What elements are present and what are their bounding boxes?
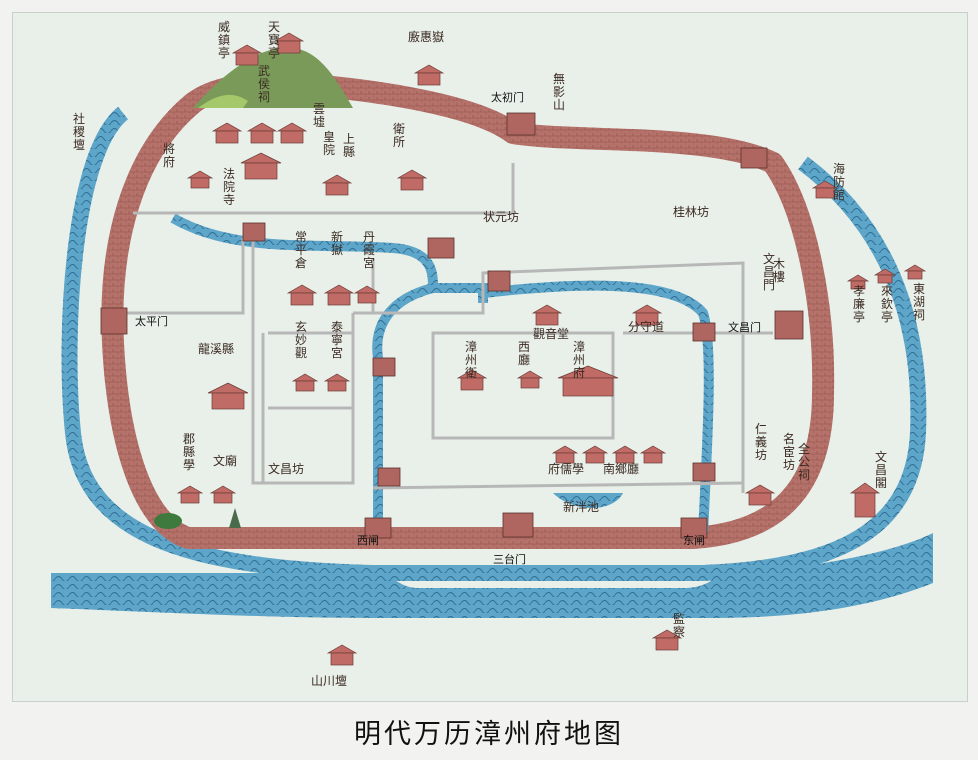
label-wenmiao: 文廟 <box>213 453 237 468</box>
map-caption: 明代万历漳州府地图 <box>354 719 624 750</box>
label-zhangzhou-fu: 漳州府 <box>573 339 585 380</box>
label-lai-xin: 來欽亭 <box>881 284 893 324</box>
label-changping: 常平倉 <box>295 230 307 270</box>
new-pond <box>553 493 623 508</box>
label-ren-sheng: 名宦坊 <box>783 431 795 472</box>
label-wuhou: 武侯祠 <box>258 64 270 104</box>
label-jian-cha: 監察 <box>673 611 685 639</box>
label-wei-shou: 衛所 <box>393 122 405 149</box>
city-wall <box>101 72 835 549</box>
label-weizhen: 威鎮亭 <box>218 20 230 60</box>
label-jiangfu: 將府 <box>163 141 175 169</box>
label-ren-yi: 仁義坊 <box>755 422 767 462</box>
vertical-labels: 威鎮亭 天寶亭 無影山 社稷壇 將府 法院寺 武侯祠 雲墟 常平倉 新獄 丹霞宮… <box>73 20 925 639</box>
gate-south-label: 三台门 <box>493 552 526 566</box>
gate-west-label: 太平门 <box>135 314 168 328</box>
zhangzhou-map: 太初门 太平门 文昌门 三台门 西闸 东闸 廒惠嶽 状元坊 桂林坊 龍溪縣 文昌… <box>51 20 933 688</box>
gate-north-label: 太初门 <box>491 90 524 104</box>
label-xi-ting: 西廳 <box>518 340 530 367</box>
label-jun-xian: 郡縣學 <box>183 432 195 472</box>
label-guanyin: 觀音堂 <box>533 326 569 341</box>
label-tianbao: 天寶亭 <box>268 20 280 60</box>
label-mu-lou: 木樓 <box>773 257 785 284</box>
label-shenfu: 廒惠嶽 <box>408 29 444 44</box>
label-yuan-tan: 雲墟 <box>313 102 325 129</box>
label-xiao-lian: 孝廉亭 <box>853 284 865 324</box>
label-dan-xia: 丹霞宮 <box>363 230 375 270</box>
label-nanxiang: 南鄉廳 <box>603 461 639 476</box>
label-longxi: 龍溪縣 <box>198 341 234 356</box>
label-wushan: 無影山 <box>553 71 565 112</box>
label-zhuangyuan: 状元坊 <box>483 209 519 224</box>
gate-towers <box>100 112 804 539</box>
inner-canal-north <box>170 213 488 303</box>
label-fuyou: 府儒學 <box>548 461 584 476</box>
gate-southwest-label: 西闸 <box>357 534 379 547</box>
map-frame: 太初门 太平门 文昌门 三台门 西闸 东闸 廒惠嶽 状元坊 桂林坊 龍溪縣 文昌… <box>12 12 968 702</box>
gate-southeast-label: 东闸 <box>683 534 705 547</box>
label-fenshou: 分守道 <box>628 320 664 334</box>
label-hai-fang: 海防館 <box>833 161 845 202</box>
label-dong-hu: 東湖祠 <box>913 282 925 322</box>
inner-canal-ring <box>372 280 714 534</box>
label-quan-gong: 全公祠 <box>798 441 810 482</box>
label-wenchang-fang: 文昌坊 <box>268 461 304 476</box>
label-huang-yuan: 皇院 <box>323 130 335 157</box>
hill-highlight <box>198 94 248 108</box>
outer-moat <box>61 106 927 581</box>
streets <box>123 163 773 493</box>
gate-east-label: 文昌门 <box>728 320 761 334</box>
label-shanchuan: 山川壇 <box>311 673 347 688</box>
label-zhangzhou-wei: 漳州衛 <box>465 339 477 380</box>
label-new-pond: 新泮池 <box>563 499 599 514</box>
label-sheji: 社稷壇 <box>73 111 85 152</box>
south-river <box>51 533 933 618</box>
label-xin-yu: 新獄 <box>331 229 343 257</box>
hill <box>193 47 353 108</box>
trees <box>154 508 241 529</box>
label-fa-temple: 法院寺 <box>223 167 235 207</box>
buildings <box>176 32 927 666</box>
label-wen-chang-ge: 文昌閣 <box>875 449 887 490</box>
label-tai-ning: 泰寧宮 <box>331 320 343 360</box>
label-guilin: 桂林坊 <box>673 204 709 219</box>
label-shang-xian: 上縣 <box>343 132 355 159</box>
label-xuan-miao: 玄妙觀 <box>295 319 307 360</box>
label-wenchang-men-v: 文昌門 <box>763 251 775 292</box>
